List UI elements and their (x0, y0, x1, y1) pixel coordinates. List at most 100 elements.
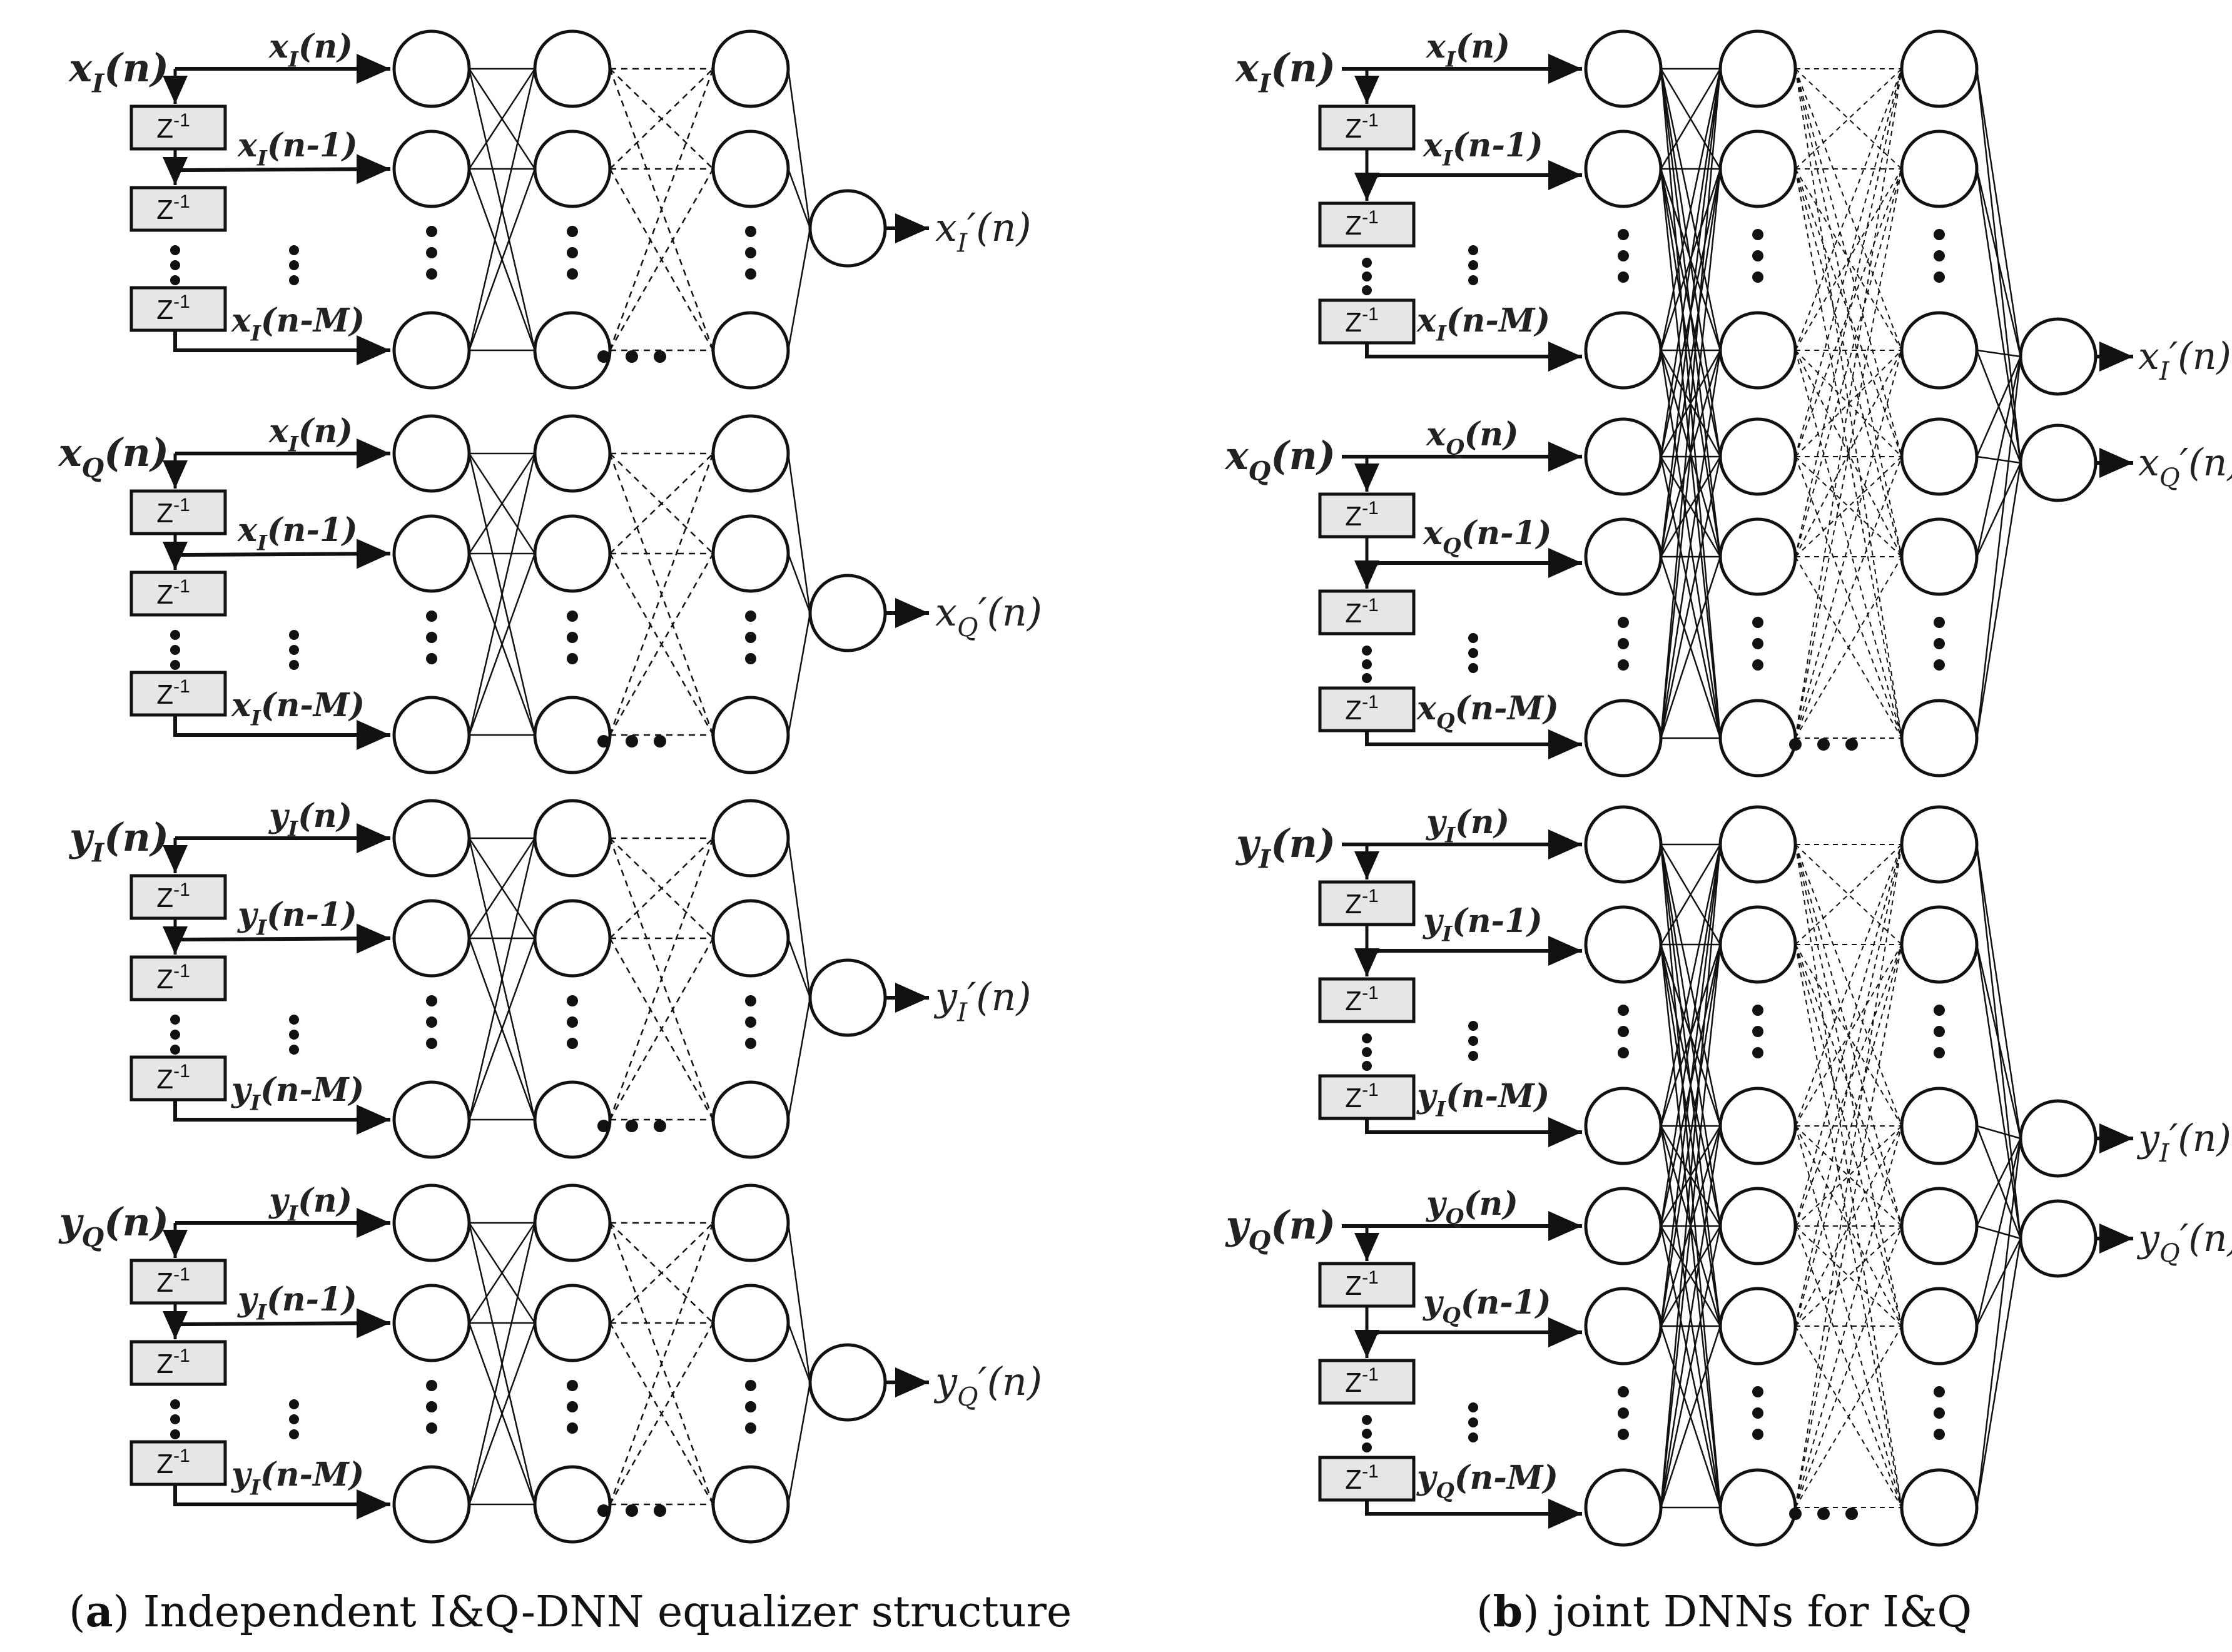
caption-a: (a) Independent I&Q-DNN equalizer struct… (69, 1587, 1072, 1637)
output-connection-line (787, 68, 811, 229)
neuron (392, 414, 471, 493)
ellipsis-dots (289, 1414, 299, 1424)
ellipsis-dots (289, 1030, 299, 1040)
output-connection-line (1976, 944, 2022, 1239)
ellipsis-dots (1934, 1407, 1945, 1419)
output-signal-label: xI′(n) (2138, 335, 2231, 386)
connection-dashed-line (1795, 168, 1902, 557)
ellipsis-dots (654, 350, 666, 363)
ellipsis-dots (626, 350, 638, 363)
output-connection-line (1976, 1138, 2022, 1327)
output-signal-label: yQ′(n) (2136, 1217, 2232, 1268)
output-signal-label: yI′(n) (933, 974, 1032, 1027)
ellipsis-dots (1468, 648, 1478, 658)
delay-block (129, 671, 227, 717)
tap-line (1366, 936, 1582, 966)
ellipsis-dots (170, 245, 180, 255)
neuron (392, 696, 471, 774)
ellipsis-dots (1468, 1402, 1478, 1412)
delay-label: Z-1 (1345, 304, 1379, 338)
neuron (711, 1183, 790, 1262)
delay-block (1318, 686, 1416, 732)
ellipsis-dots (1618, 1047, 1629, 1058)
connection-dashed-line (1795, 168, 1902, 739)
ellipsis-dots (1752, 271, 1763, 283)
ellipsis-dots (1362, 1047, 1372, 1057)
tap-line (1365, 729, 1582, 759)
connection-dashed-line (1795, 168, 1902, 739)
tap-label-n-M: xI(n-M) (231, 302, 365, 347)
ellipsis-dots (567, 1422, 578, 1434)
ellipsis-dots (1468, 1432, 1478, 1442)
tap-label-n-1: xI(n-1) (237, 126, 358, 171)
neuron (1718, 417, 1797, 496)
neuron (1718, 1187, 1797, 1265)
ellipsis-dots (426, 1380, 437, 1391)
tap-line (1365, 1499, 1582, 1529)
connection-dashed-line (609, 838, 714, 939)
connection-line (1660, 1325, 1722, 1508)
ellipsis-dots (1468, 633, 1478, 643)
neuron (533, 696, 612, 774)
delay-block (129, 1340, 227, 1386)
delay-block (129, 570, 227, 617)
source-signal-label: xQ(n) (58, 430, 169, 483)
delay-label: Z-1 (156, 1446, 190, 1479)
tap-label-n-M: yQ(n-M) (1416, 1459, 1558, 1504)
tap-line (1366, 160, 1582, 190)
tap-line (175, 1308, 391, 1339)
delay-block (1318, 589, 1416, 636)
neuron (392, 899, 471, 978)
neuron (392, 1183, 471, 1262)
neuron (392, 311, 471, 390)
neuron (1900, 1187, 1979, 1265)
neuron (1718, 29, 1797, 108)
delay-label: Z-1 (1345, 498, 1379, 532)
neuron (711, 899, 790, 978)
ellipsis-dots (1362, 1442, 1372, 1452)
neuron (1584, 1287, 1663, 1366)
delay-block (1318, 1456, 1416, 1502)
tap-label-n-M: xI(n-M) (231, 686, 365, 731)
neuron (533, 1284, 612, 1362)
source-signal-label: yQ(n) (58, 1199, 170, 1252)
ellipsis-dots (1362, 1033, 1372, 1043)
output-signal-label: xQ′(n) (935, 589, 1042, 642)
neuron (1718, 517, 1797, 596)
neuron (533, 1183, 612, 1262)
ellipsis-dots (1752, 1407, 1763, 1419)
neuron (711, 1080, 790, 1159)
ellipsis-dots (745, 611, 756, 622)
output-neuron (2019, 1099, 2098, 1178)
ellipsis-dots (1934, 1429, 1945, 1440)
neuron (711, 696, 790, 774)
neuron (711, 1465, 790, 1544)
output-connection-line (1976, 168, 2022, 357)
neuron (1900, 311, 1979, 390)
ellipsis-dots (289, 660, 299, 670)
ellipsis-dots (597, 735, 610, 747)
tap-label-n-1: yQ(n-1) (1423, 1284, 1551, 1329)
ellipsis-dots (567, 1016, 578, 1028)
ellipsis-dots (745, 1422, 756, 1434)
ellipsis-dots (745, 1038, 756, 1049)
ellipsis-dots (745, 247, 756, 258)
tap-label-n: yI(n) (1426, 803, 1509, 848)
tap-line (175, 154, 391, 185)
tap-label-n: yI(n) (268, 1182, 352, 1227)
output-connection-line (1976, 356, 2022, 739)
output-connection-line (787, 453, 811, 614)
output-connection-line (787, 228, 811, 351)
tap-line (1365, 342, 1582, 372)
ellipsis-dots (426, 1401, 437, 1412)
delay-block (129, 874, 227, 920)
delay-label: Z-1 (1345, 886, 1379, 920)
output-neuron (808, 958, 887, 1037)
delay-label: Z-1 (1345, 207, 1379, 241)
connection-dashed-line (1795, 944, 1902, 1508)
ellipsis-dots (289, 1429, 299, 1439)
delay-block (1318, 201, 1416, 248)
ellipsis-dots (1752, 1429, 1763, 1440)
ellipsis-dots (1362, 1415, 1372, 1425)
ellipsis-dots (745, 1401, 756, 1412)
